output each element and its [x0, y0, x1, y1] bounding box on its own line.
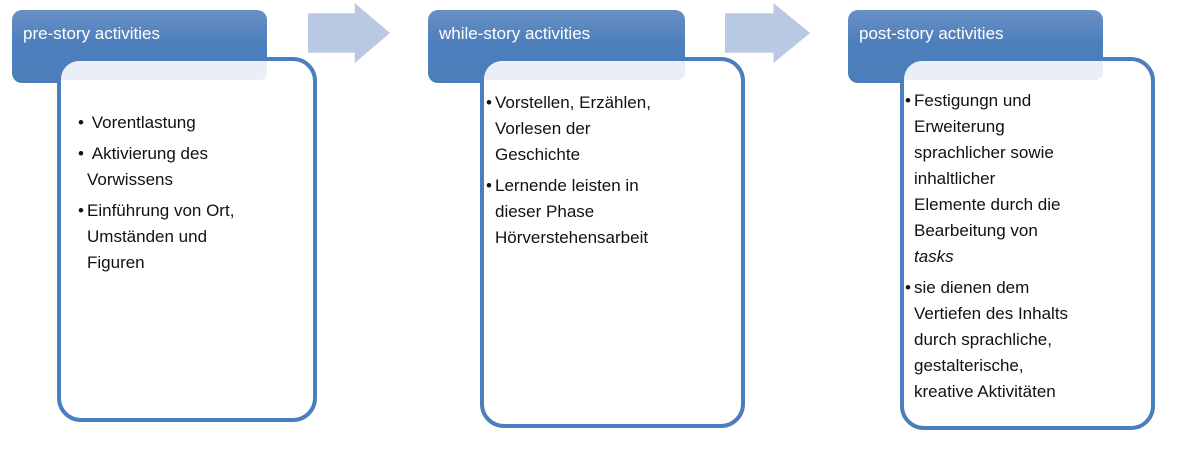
bullet-icon: • [78, 201, 84, 220]
post-story-accent-band [904, 61, 1103, 80]
list-item-text: Vorstellen, Erzählen, Vorlesen der Gesch… [495, 93, 651, 164]
list-item: • Aktivierung des Vorwissens [78, 141, 274, 193]
pre-story-title: pre-story activities [23, 24, 160, 43]
bullet-icon: • [486, 93, 492, 112]
list-item: • Lernende leisten in dieser Phase Hörve… [486, 173, 696, 251]
while-story-title: while-story activities [439, 24, 591, 43]
list-item-text: sie dienen dem Vertiefen des Inhalts dur… [914, 278, 1069, 401]
list-item-text: Einführung von Ort, Umständen und Figure… [87, 201, 235, 272]
while-story-list: • Vorstellen, Erzählen, Vorlesen der Ges… [486, 90, 696, 256]
post-story-list: • Festigungn und Erweiterung sprachliche… [905, 88, 1120, 410]
pre-story-card [57, 57, 317, 422]
bullet-icon: • [905, 91, 911, 110]
list-item-text: Vorentlastung [87, 113, 196, 132]
bullet-icon: • [486, 176, 492, 195]
bullet-icon: • [905, 278, 911, 297]
bullet-icon: • [78, 113, 84, 132]
list-item: • Vorstellen, Erzählen, Vorlesen der Ges… [486, 90, 696, 168]
list-item: • sie dienen dem Vertiefen des Inhalts d… [905, 275, 1120, 405]
pre-story-accent-band [61, 61, 267, 80]
list-item: • Festigungn und Erweiterung sprachliche… [905, 88, 1120, 270]
list-item: • Einführung von Ort, Umständen und Figu… [78, 198, 274, 276]
post-story-title: post-story activities [859, 24, 1004, 43]
list-item-text: Festigungn und Erweiterung sprachlicher … [914, 91, 1061, 240]
right-arrow-icon [725, 3, 810, 63]
list-item: • Vorentlastung [78, 110, 274, 136]
list-item-text: Aktivierung des Vorwissens [87, 144, 208, 189]
right-arrow-icon [308, 3, 390, 63]
while-story-accent-band [484, 61, 685, 80]
post-story-card [900, 57, 1155, 430]
list-item-text: Lernende leisten in dieser Phase Hörvers… [495, 176, 649, 247]
while-story-card [480, 57, 745, 428]
list-item-text-italic: tasks [914, 247, 954, 266]
bullet-icon: • [78, 144, 84, 163]
pre-story-list: • Vorentlastung • Aktivierung des Vorwis… [78, 110, 274, 281]
